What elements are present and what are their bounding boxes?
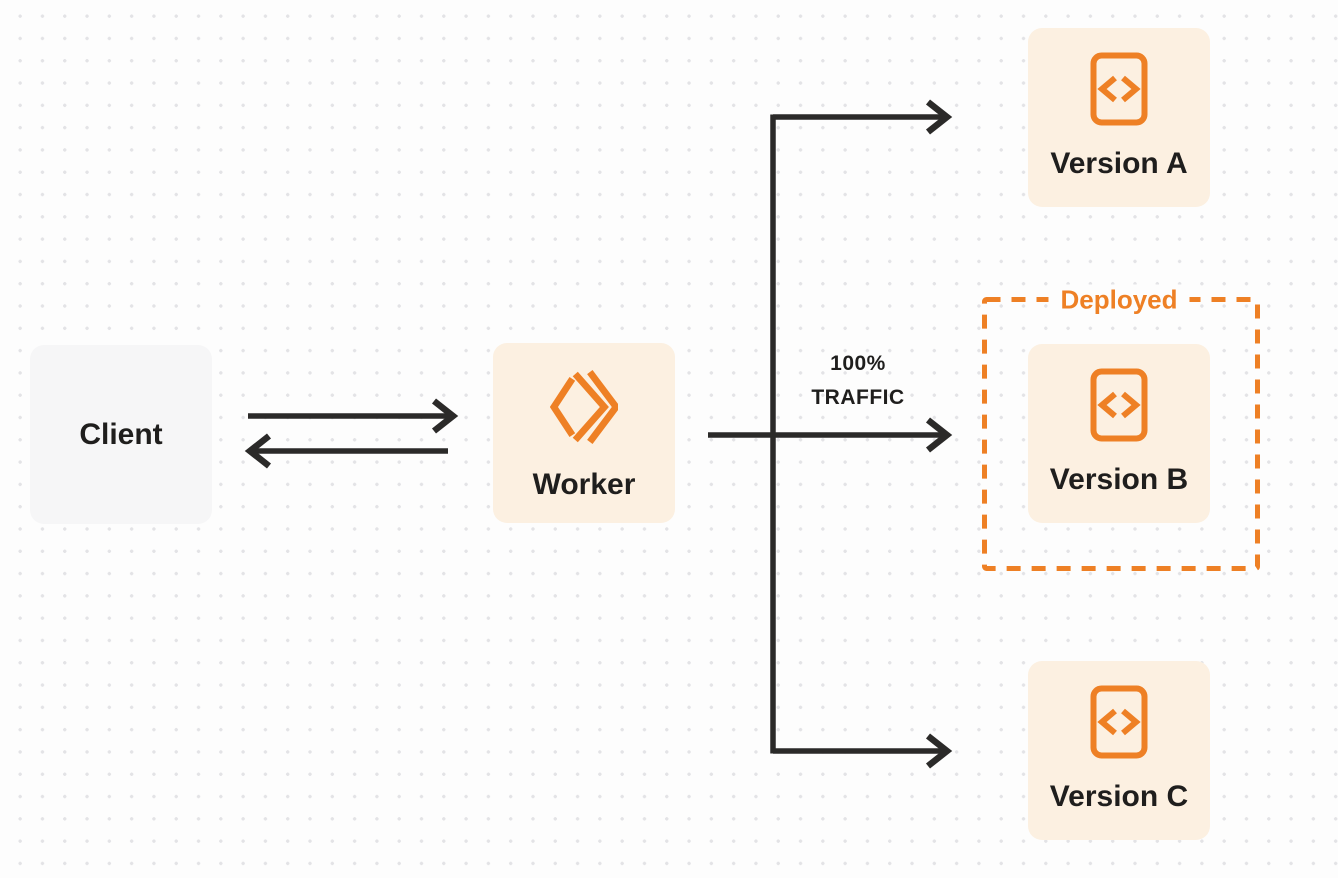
code-file-icon (1090, 685, 1148, 759)
worker-node: Worker (493, 343, 675, 523)
code-file-icon (1090, 52, 1148, 126)
worker-label: Worker (532, 468, 636, 501)
version-c-label: Version C (1049, 780, 1189, 813)
arrowhead-client-to-worker (431, 398, 459, 434)
traffic-label-line2: TRAFFIC (811, 386, 905, 409)
arrowhead-to-version-b (925, 417, 953, 453)
client-label: Client (79, 417, 163, 451)
cloudflare-workers-logo-icon (550, 369, 618, 445)
version-c-node: Version C (1028, 661, 1210, 840)
code-file-icon (1090, 368, 1148, 442)
arrowhead-worker-to-client (244, 433, 272, 469)
version-a-label: Version A (1050, 147, 1188, 180)
client-node: Client (30, 345, 212, 524)
version-b-node: Version B (1028, 344, 1210, 523)
version-a-node: Version A (1028, 28, 1210, 207)
traffic-label-line1: 100% (830, 352, 886, 375)
arrowhead-to-version-a (925, 99, 953, 135)
arrowhead-to-version-c (925, 733, 953, 769)
deployed-label: Deployed (1048, 284, 1190, 316)
traffic-label: 100% TRAFFIC (788, 347, 928, 415)
version-b-label: Version B (1049, 463, 1189, 496)
